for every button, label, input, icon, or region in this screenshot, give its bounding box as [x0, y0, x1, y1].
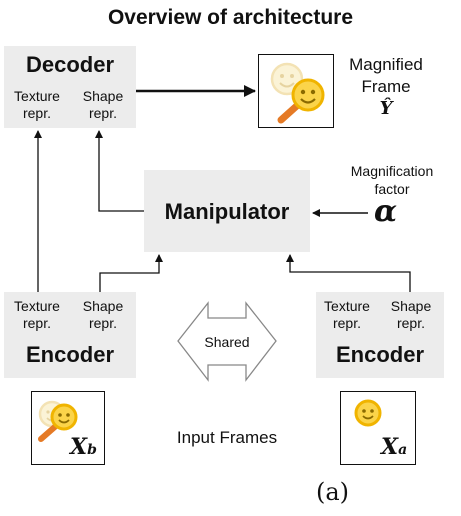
alpha-symbol: α [374, 194, 398, 229]
encoder-left-shape-label: Shape [82, 298, 124, 314]
x-b-base: X [70, 434, 88, 460]
decoder-shape-label: Shape [82, 88, 124, 104]
encoder-right-to-manipulator-arrow [286, 254, 411, 292]
magnifying-glass-icon [38, 403, 78, 442]
magnified-frame-label: Magnified Frame Ŷ [336, 54, 436, 120]
encoder-right-title: Encoder [335, 342, 425, 367]
manipulator-box: Manipulator [144, 170, 310, 252]
y-hat-symbol: Ŷ [379, 98, 393, 119]
x-b-subscript: b [87, 442, 97, 458]
magnified-frame-image [258, 54, 334, 128]
magnification-factor-line1: Magnification [350, 163, 434, 179]
input-frames-label: Input Frames [176, 428, 278, 447]
decoder-shape-repr: Shape repr. [72, 88, 134, 122]
decoder-title: Decoder [25, 52, 115, 77]
encoder-right-texture-sublabel: repr. [332, 315, 361, 331]
x-a-subscript: a [398, 442, 408, 458]
encoder-left-to-manipulator-arrow [99, 254, 163, 292]
smiley-face-icon [354, 399, 382, 427]
decoder-texture-repr: Texture repr. [6, 88, 68, 122]
manipulator-title: Manipulator [164, 199, 290, 224]
input-frame-a-drawing [354, 399, 382, 427]
figure-caption: (a) [316, 478, 350, 506]
magnifying-glass-icon [277, 78, 325, 124]
diagram-title: Overview of architecture [107, 6, 354, 29]
shared-label: Shared [204, 334, 250, 350]
x-b-symbol: Xb [70, 434, 97, 460]
shared-double-arrow [177, 301, 277, 382]
encoder-right-texture-repr: Texture repr. [316, 298, 378, 332]
magnified-frame-line1: Magnified [349, 55, 423, 74]
encoder-left-shape-sublabel: repr. [88, 315, 117, 331]
encoder-right-shape-label: Shape [390, 298, 432, 314]
encoder-left-shape-repr: Shape repr. [72, 298, 134, 332]
encoder-right-shape-repr: Shape repr. [380, 298, 442, 332]
input-frame-b-drawing [38, 400, 78, 442]
decoder-texture-label: Texture [14, 88, 60, 104]
x-a-symbol: Xa [381, 434, 407, 460]
x-a-base: X [381, 434, 399, 460]
magnified-frame-drawing [270, 62, 325, 124]
decoder-shape-sublabel: repr. [88, 105, 117, 121]
encoder-left-box: Texture repr. Shape repr. Encoder [4, 292, 136, 378]
decoder-texture-sublabel: repr. [22, 105, 51, 121]
magnification-factor-line2: factor [374, 181, 410, 197]
magnified-frame-line2: Frame [361, 77, 411, 96]
encoder-right-box: Texture repr. Shape repr. Encoder [316, 292, 444, 378]
encoder-left-texture-sublabel: repr. [22, 315, 51, 331]
encoder-left-texture-repr: Texture repr. [6, 298, 68, 332]
encoder-left-title: Encoder [25, 342, 115, 367]
input-frame-b-image: Xb [31, 391, 105, 465]
encoder-right-texture-label: Texture [324, 298, 370, 314]
encoder-left-texture-label: Texture [14, 298, 60, 314]
encoder-right-shape-sublabel: repr. [396, 315, 425, 331]
magnification-factor-label: Magnification factor [336, 162, 448, 198]
manipulator-to-decoder-arrow [95, 130, 144, 212]
input-frame-a-image: Xa [340, 391, 416, 465]
decoder-box: Decoder Texture repr. Shape repr. [4, 46, 136, 128]
